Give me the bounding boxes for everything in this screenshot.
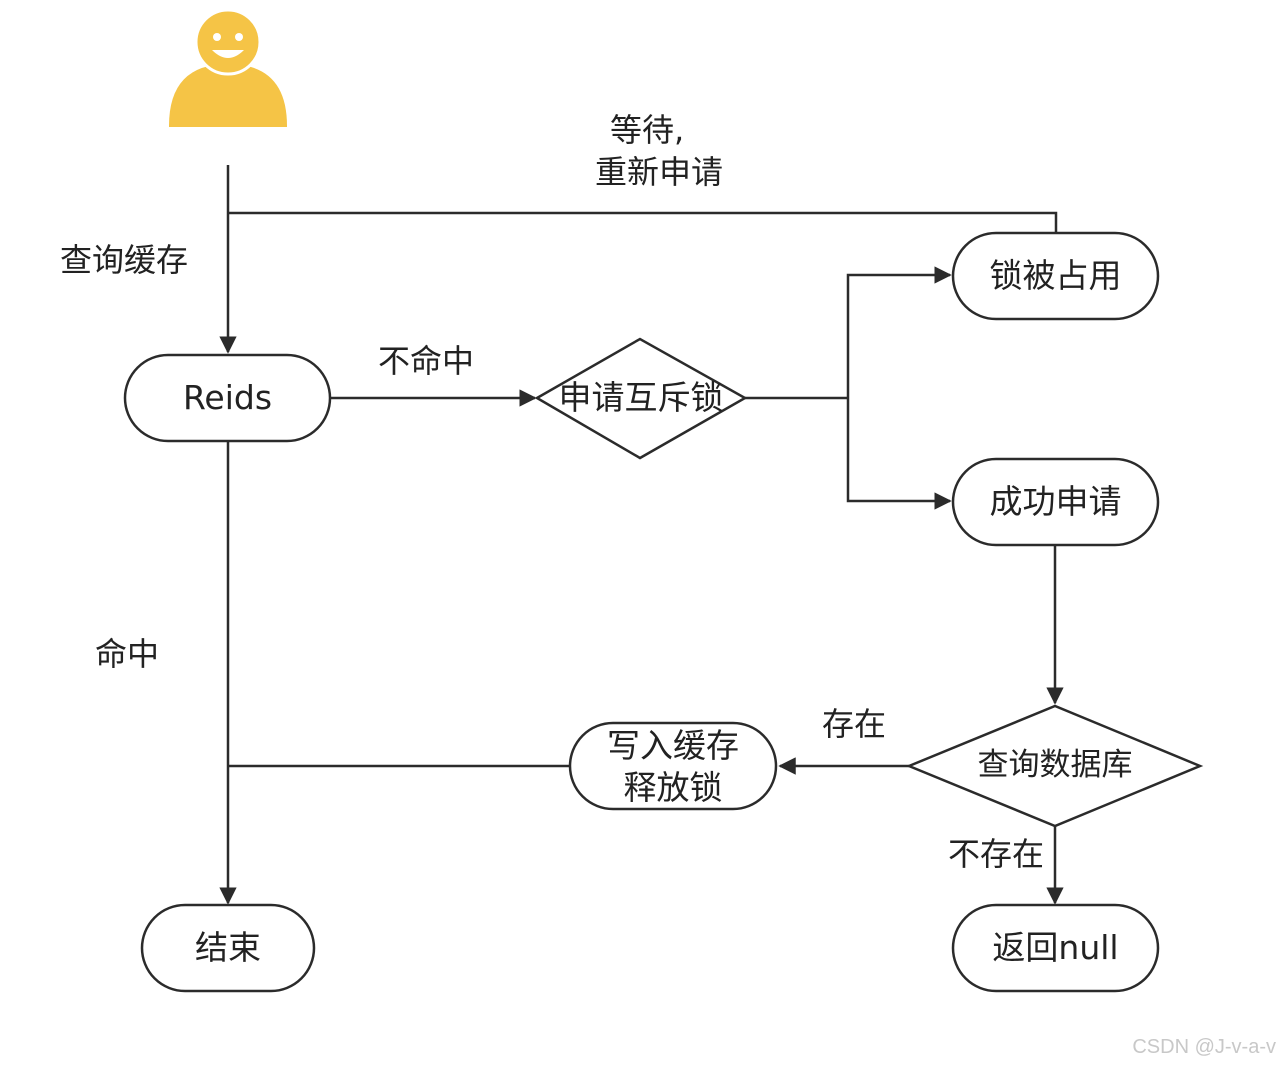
hit-label: 命中: [95, 635, 160, 673]
write-cache-label-line1: 写入缓存: [607, 726, 739, 765]
lock-occupied-label: 锁被占用: [989, 256, 1122, 295]
user-icon: [169, 8, 287, 127]
redis-label: Reids: [182, 378, 273, 417]
redis-node: [123, 353, 332, 443]
mutex-decision: [534, 337, 748, 460]
edge-to-acquired: [846, 398, 952, 510]
wait-label-line2: 重新申请: [595, 153, 724, 191]
return-null-label: 返回null: [992, 928, 1119, 967]
end-node: [140, 903, 316, 993]
not-exists-label: 不存在: [948, 835, 1045, 873]
mutex-label: 申请互斥锁: [558, 378, 724, 417]
return-null-node: [951, 903, 1160, 993]
acquired-node: [951, 457, 1160, 547]
query-db-label: 查询数据库: [977, 747, 1133, 783]
lock-occupied-node: [951, 231, 1160, 321]
query-db-decision: [905, 704, 1204, 828]
acquired-label: 成功申请: [989, 482, 1122, 521]
write-cache-label-line2: 释放锁: [623, 768, 723, 807]
edge-wait-retry: [228, 211, 1058, 232]
edge-to-lock-occupied: [846, 266, 952, 398]
query-cache-label: 查询缓存: [60, 241, 189, 279]
miss-label: 不命中: [378, 342, 475, 380]
wait-label-line1: 等待,: [610, 111, 685, 149]
exists-label: 存在: [822, 705, 887, 743]
write-cache-node: [568, 721, 778, 811]
watermark: CSDN @J-v-a-v: [1132, 1036, 1276, 1058]
end-label: 结束: [195, 928, 261, 967]
